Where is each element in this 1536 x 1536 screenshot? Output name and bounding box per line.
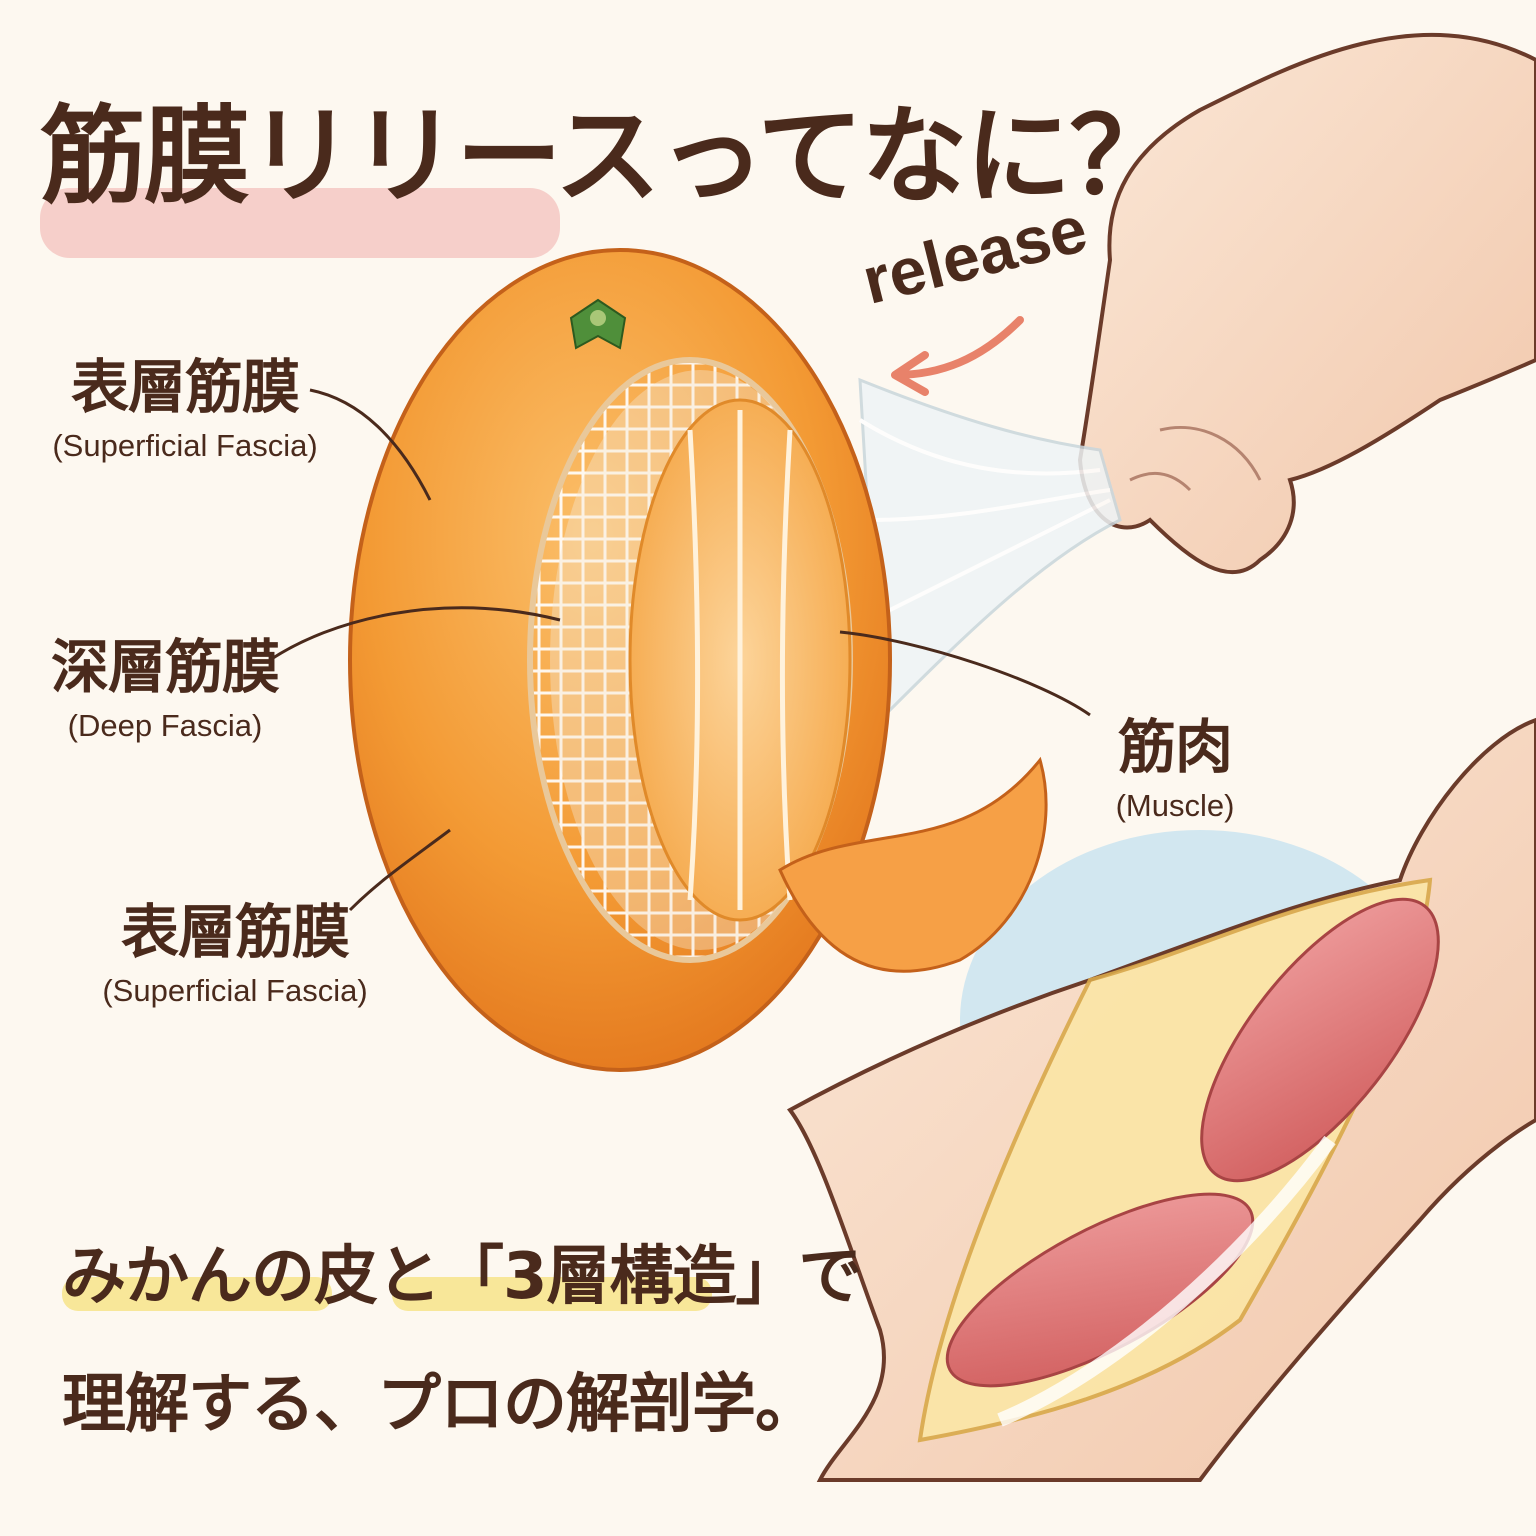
label-deep-fascia: 深層筋膜 (Deep Fascia) — [40, 620, 290, 744]
highlight-marker — [62, 1277, 332, 1311]
caption-text: みかんの皮と「3層構造」で — [62, 1240, 863, 1314]
label-en: (Muscle) — [1115, 788, 1235, 823]
stretched-fascia — [858, 377, 1122, 724]
orange — [348, 248, 1048, 1072]
bottom-caption: みかんの皮と「3層構造」で 理解する、プロの解剖学。 — [62, 1225, 863, 1445]
label-jp: 深層筋膜 — [50, 633, 280, 701]
label-jp: 表層筋膜 — [70, 353, 300, 421]
muscle-calf-upper — [1200, 897, 1440, 1183]
page-title: 筋膜リリースってなに？ — [40, 95, 1175, 218]
label-muscle: 筋肉 (Muscle) — [1095, 700, 1255, 824]
label-jp: 筋肉 — [1117, 713, 1233, 781]
caption-line-1: みかんの皮と「3層構造」で — [62, 1225, 863, 1317]
leader-deep — [269, 606, 561, 662]
arrow-left-curved-icon — [891, 316, 1024, 396]
orange-leaf-icon — [569, 298, 627, 350]
title-highlight — [40, 188, 560, 258]
label-superficial-fascia-bottom: 表層筋膜 (Superficial Fascia) — [90, 885, 380, 1009]
title-block: 筋膜リリースってなに？ — [40, 70, 1175, 258]
caption-line-2: 理解する、プロの解剖学。 — [62, 1353, 862, 1445]
caption-text: 理解する、プロの解剖学。 — [62, 1368, 819, 1442]
leader-superficial-top — [309, 388, 432, 501]
leg-anatomy — [787, 717, 1536, 1482]
label-jp: 表層筋膜 — [120, 898, 350, 966]
label-en: (Superficial Fascia) — [102, 973, 368, 1008]
label-superficial-fascia-top: 表層筋膜 (Superficial Fascia) — [40, 340, 330, 464]
leader-superficial-bottom — [348, 828, 451, 912]
highlight-marker — [392, 1277, 712, 1311]
leader-muscle — [839, 630, 1091, 717]
label-en: (Superficial Fascia) — [52, 428, 318, 463]
label-en: (Deep Fascia) — [67, 708, 263, 743]
